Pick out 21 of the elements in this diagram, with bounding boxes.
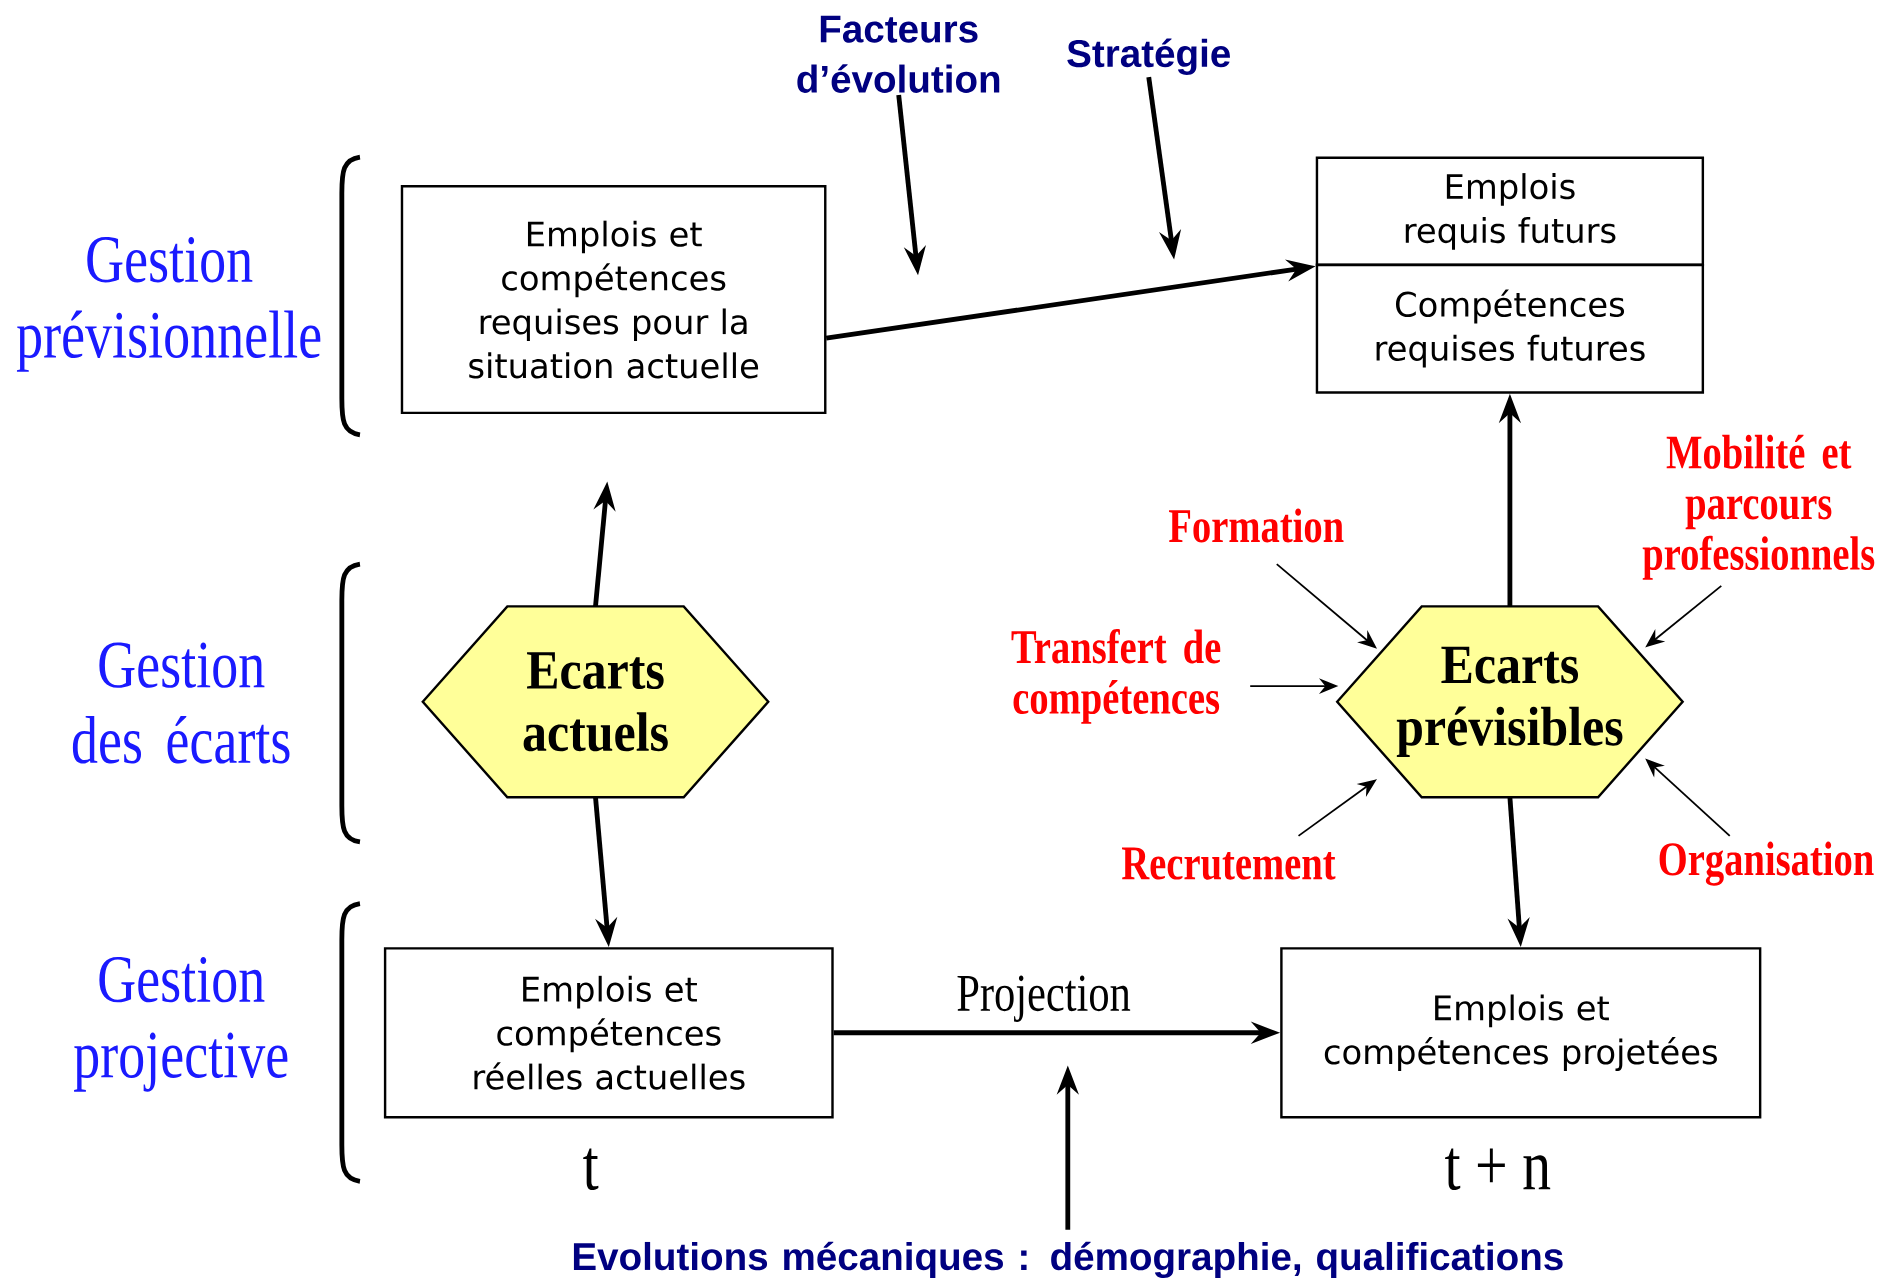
text-label: Formation <box>1169 508 1344 543</box>
text-label: Recrutement <box>1121 847 1336 880</box>
text-box: Emplois et compétences projetées <box>1280 947 1762 1119</box>
time-label: t + n <box>1445 1148 1551 1191</box>
text-label: Evolutions mécaniques : démographie, qualifications <box>573 1241 1563 1279</box>
time-label: t <box>583 1148 599 1190</box>
text-label: Organisation <box>1659 841 1874 886</box>
text-box: Emplois et compétences réelles actuelles <box>383 947 834 1119</box>
text-box: Emplois et compétences requises pour la situation actuelle <box>400 185 827 415</box>
text-box: Emplois requis futurs <box>1315 156 1705 267</box>
text-label: Transfert de compétences <box>1011 629 1221 724</box>
text-label: Stratégie <box>1067 38 1230 75</box>
edge-label: Projection <box>955 974 1132 1023</box>
hexagon: Ecarts actuels <box>421 605 770 799</box>
hexagon: Ecarts prévisibles <box>1335 605 1685 799</box>
text-label: Mobilité et parcours professionnels <box>1642 434 1875 580</box>
section-label: Gestion des écarts <box>72 642 290 764</box>
text-label: Facteurs d’évolution <box>797 15 1000 93</box>
section-label: Gestion prévisionnelle <box>16 237 321 372</box>
text-box: Compétences requises futures <box>1315 263 1705 394</box>
section-label: Gestion projective <box>74 956 288 1092</box>
